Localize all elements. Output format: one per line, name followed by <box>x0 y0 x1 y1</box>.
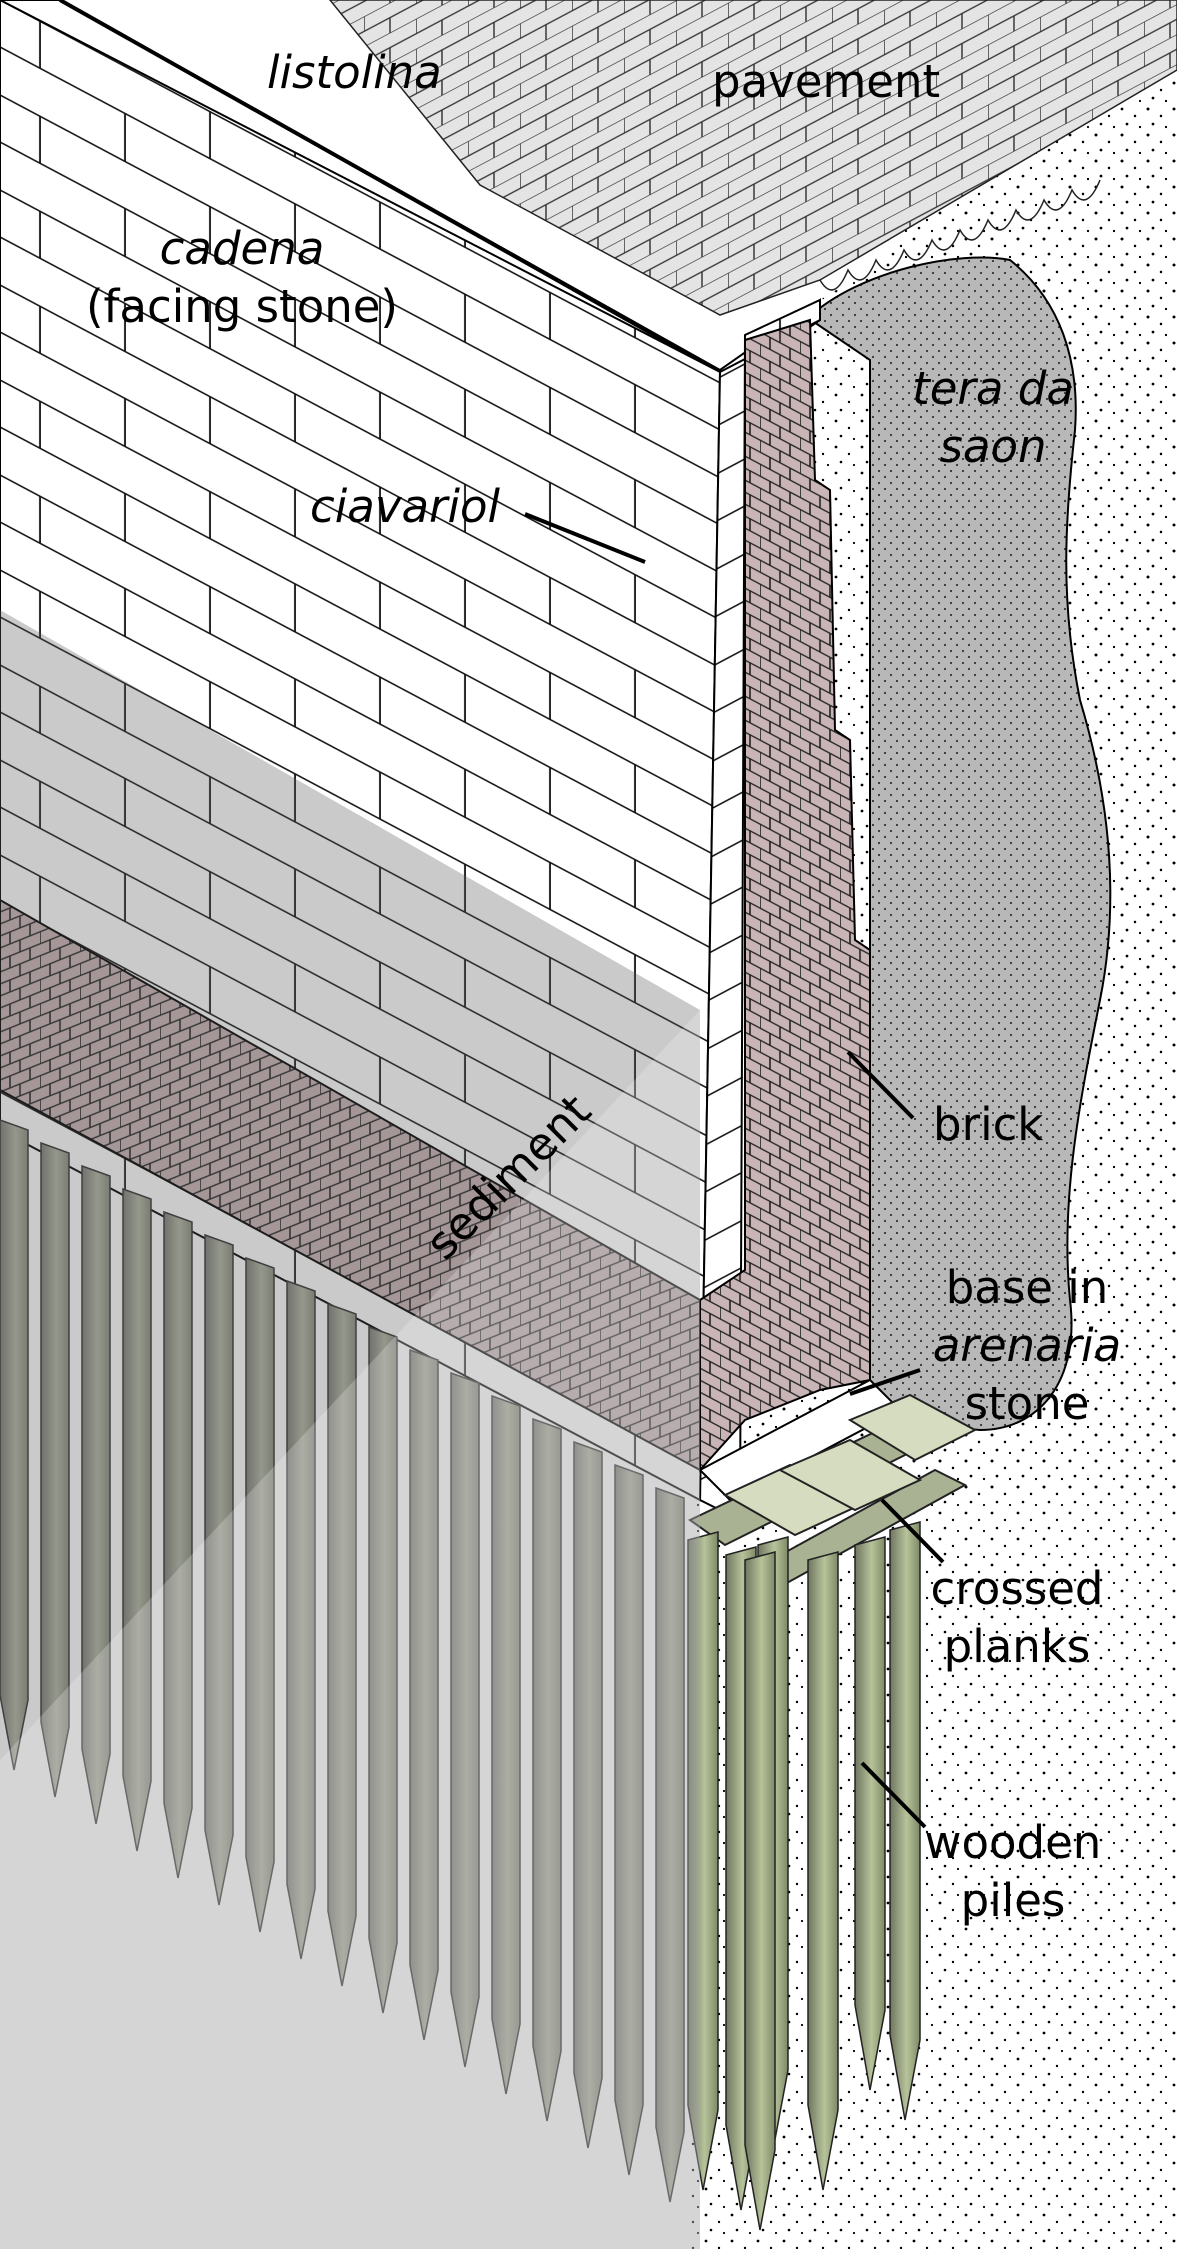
wooden-pile <box>327 1302 357 1987</box>
wooden-pile <box>409 1348 439 2041</box>
wooden-piles-row <box>0 1119 685 2203</box>
listolina-label: listolina <box>267 46 442 99</box>
wooden-pile <box>245 1256 275 1933</box>
sediment-overlay-lower <box>0 1010 700 2249</box>
stone-label: stone <box>965 1377 1090 1430</box>
pavement-edge-scallops <box>819 179 1101 291</box>
wooden-pile <box>744 1551 776 2231</box>
cadena-sublabel: (facing stone) <box>86 280 398 333</box>
tera-da-saon-area <box>806 256 1112 1432</box>
piles-label: piles <box>961 1874 1066 1927</box>
wooden-pile <box>687 1531 719 2191</box>
wooden-pile <box>163 1210 193 1879</box>
arenaria-label: arenaria <box>933 1319 1121 1372</box>
wooden-pile <box>655 1486 685 2203</box>
wooden-pile <box>122 1187 152 1852</box>
wooden-label: wooden <box>925 1816 1102 1869</box>
wooden-piles-cluster <box>687 1521 921 2231</box>
wooden-pile <box>573 1440 603 2149</box>
ciavariol-leader <box>524 512 646 564</box>
wooden-pile <box>0 1119 29 1771</box>
cadena-side-face <box>698 298 821 1522</box>
base-leader <box>849 1368 921 1396</box>
wooden-pile <box>81 1164 111 1825</box>
tera-da-saon-label: tera da <box>912 362 1074 415</box>
wooden-pile <box>889 1521 921 2121</box>
wooden-pile <box>614 1463 644 2176</box>
piles-leader <box>860 1761 927 1829</box>
crossed-label: crossed <box>931 1562 1104 1615</box>
pavement-label: pavement <box>712 55 940 108</box>
tera-da-saon-label-line2: saon <box>939 420 1046 473</box>
sediment-overlay <box>0 610 700 2249</box>
base-label: base in <box>946 1261 1109 1314</box>
wooden-pile <box>807 1551 839 2191</box>
planks-label: planks <box>944 1620 1091 1673</box>
listolina-line <box>59 0 721 374</box>
cadena-label: cadena <box>160 222 325 275</box>
wooden-pile <box>491 1394 521 2095</box>
wooden-pile <box>854 1536 886 2091</box>
crossed-planks <box>688 1393 978 1597</box>
soil-dots-right <box>820 60 1177 1500</box>
wooden-pile <box>286 1279 316 1960</box>
planks-leader <box>880 1498 945 1564</box>
wooden-pile <box>368 1325 398 2014</box>
wooden-pile <box>532 1417 562 2122</box>
brick-leader <box>846 1050 915 1120</box>
wooden-pile <box>204 1233 234 1906</box>
wooden-pile <box>40 1141 70 1798</box>
wooden-pile <box>450 1371 480 2068</box>
ciavariol-label: ciavariol <box>310 480 501 533</box>
brick-label: brick <box>933 1098 1043 1151</box>
